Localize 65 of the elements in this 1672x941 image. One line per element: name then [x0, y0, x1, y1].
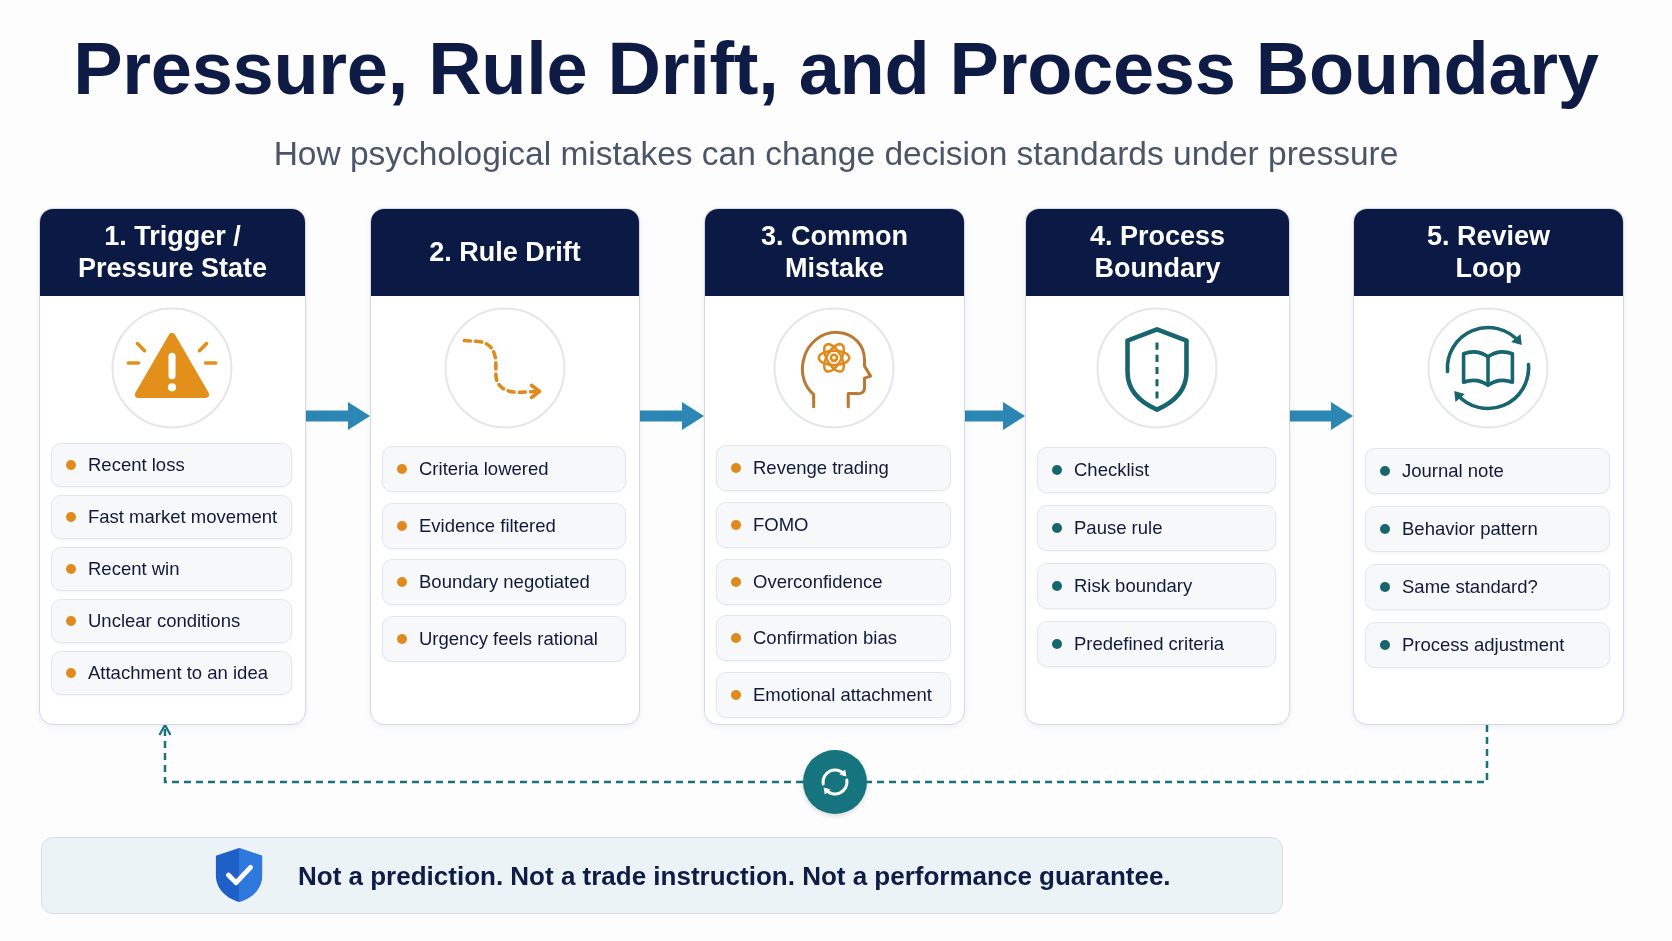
item-text: Boundary negotiated	[419, 571, 590, 594]
list-item	[1365, 448, 1610, 494]
disclaimer-text: Not a prediction. Not a trade instruction. Not a performance guarantee.	[298, 860, 1171, 891]
item-text: Fast market movement	[88, 506, 278, 528]
item-text: Overconfidence	[753, 570, 883, 593]
item-text: Recent win	[88, 558, 180, 580]
list-item	[1365, 564, 1610, 610]
item-text: Recent loss	[88, 454, 185, 476]
item-text: Process adjustment	[1402, 634, 1565, 656]
list-item	[51, 599, 292, 643]
item-text: Confirmation bias	[753, 627, 897, 650]
list-item	[382, 502, 626, 549]
list-item	[1365, 622, 1610, 668]
flow-arrow	[965, 402, 1025, 430]
step-header: 2. Rule Drift	[371, 209, 639, 296]
list-item	[716, 615, 951, 662]
list-item	[51, 651, 292, 695]
list-item	[716, 445, 951, 491]
list-item	[1037, 447, 1276, 493]
step-header: 1. Trigger / Pressure State	[40, 209, 305, 296]
list-item	[716, 558, 951, 605]
item-text: Behavior pattern	[1402, 518, 1538, 540]
list-item	[716, 672, 951, 719]
step-card	[39, 208, 306, 725]
item-text: Revenge trading	[753, 457, 889, 479]
item-text: Same standard?	[1402, 576, 1538, 598]
step-header: 4. Process Boundary	[1026, 209, 1289, 296]
item-text: Attachment to an idea	[88, 662, 268, 684]
step-header: 5. Review Loop	[1354, 209, 1623, 296]
flow-arrow	[306, 402, 370, 430]
list-item	[1365, 506, 1610, 552]
step-card	[1353, 208, 1624, 725]
list-item	[382, 616, 626, 663]
list-item	[1037, 563, 1276, 609]
list-item	[382, 559, 626, 606]
item-text: Predefined criteria	[1074, 633, 1225, 655]
title: Pressure, Rule Drift, and Process Boundary	[73, 28, 1599, 110]
list-item	[382, 446, 626, 492]
item-text: Criteria lowered	[419, 458, 549, 480]
loop-connector	[867, 725, 1489, 784]
item-text: Evidence filtered	[419, 514, 556, 537]
item-text: Urgency feels rational	[419, 628, 598, 651]
item-text: Checklist	[1074, 459, 1150, 481]
loop-connector	[158, 723, 803, 784]
step-card	[1025, 208, 1290, 725]
item-text: Journal note	[1402, 460, 1504, 482]
step-card	[704, 208, 965, 725]
item-text: FOMO	[753, 513, 809, 536]
item-text: Emotional attachment	[753, 684, 932, 707]
step-card	[370, 208, 640, 725]
flow-arrow	[640, 402, 704, 430]
list-item	[51, 547, 292, 591]
list-item	[1037, 621, 1276, 667]
loop-circle	[803, 750, 867, 814]
list-item	[716, 501, 951, 548]
item-text: Risk boundary	[1074, 575, 1193, 597]
list-item	[51, 443, 292, 487]
step-header: 3. Common Mistake	[705, 209, 964, 296]
item-text: Unclear conditions	[88, 610, 241, 632]
subtitle: How psychological mistakes can change decision standards under pressure	[273, 134, 1399, 174]
list-item	[51, 495, 292, 539]
disclaimer-banner	[41, 837, 1283, 914]
flow-arrow	[1290, 402, 1353, 430]
item-text: Pause rule	[1074, 517, 1163, 539]
list-item	[1037, 505, 1276, 551]
